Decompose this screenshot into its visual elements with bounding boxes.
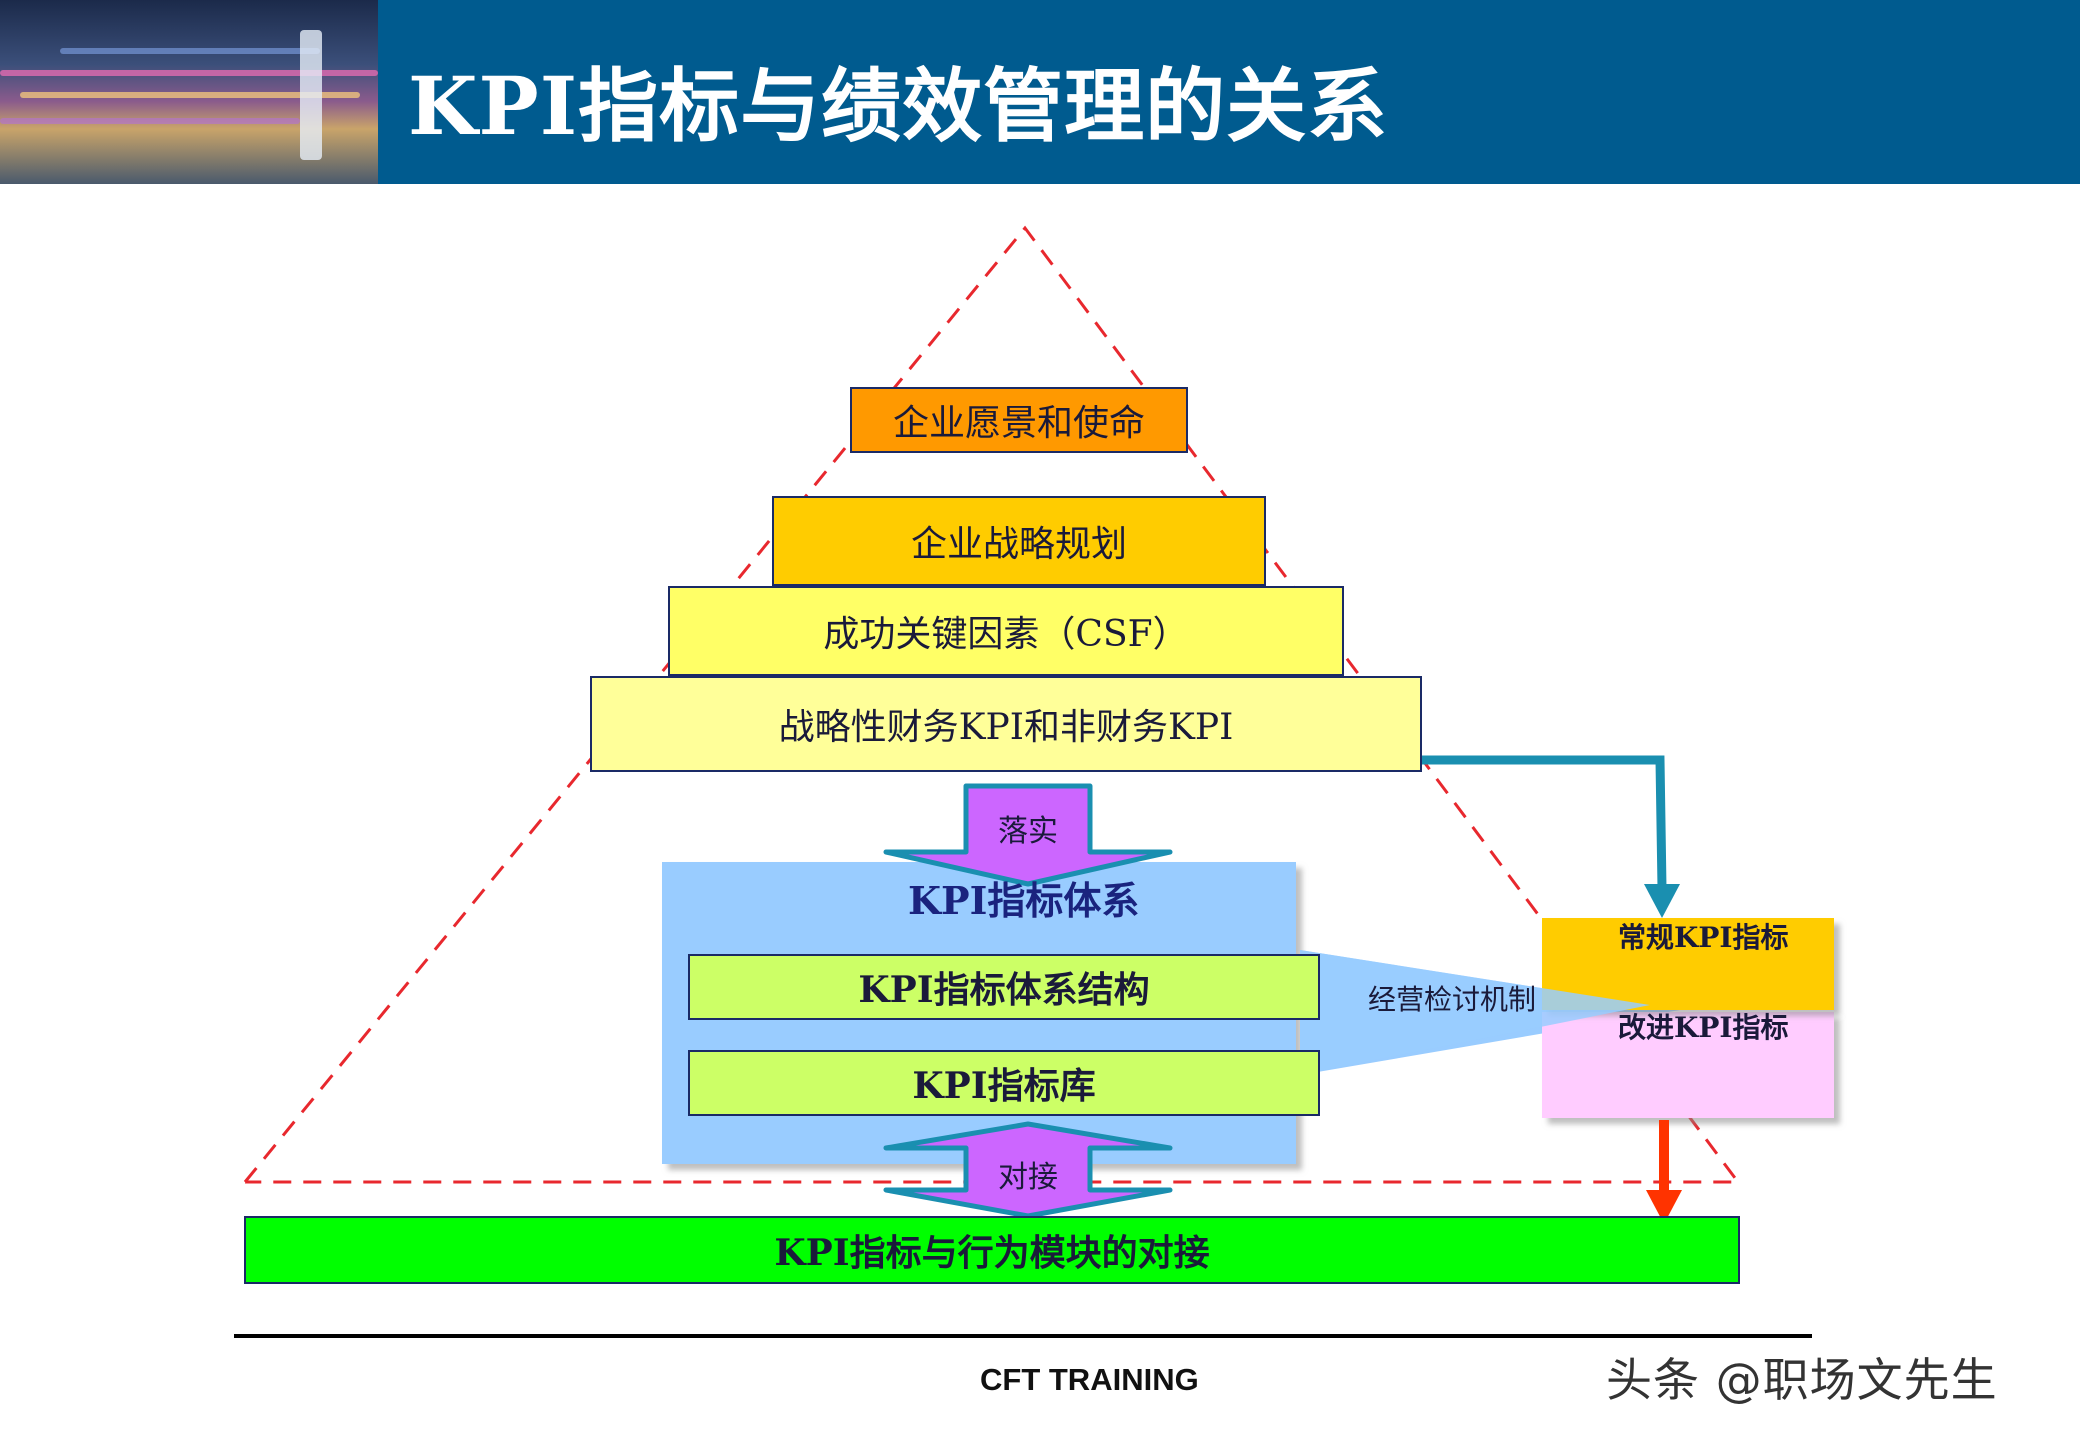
kpi-system-title: KPI指标体系 [908,878,1140,923]
header-bar: KPI指标与绩效管理的关系 [0,0,2080,184]
behavior-module-bar: KPI指标与行为模块的对接 [244,1216,1740,1284]
vision-mission-box: 企业愿景和使命 [850,387,1188,453]
footer-label: CFT TRAINING [980,1362,1199,1397]
regular-kpi-label: 常规KPI指标 [1618,921,1789,954]
regular-kpi-box-bg [1542,918,1834,1010]
header-banner-image [0,0,378,184]
red-arrow-head [1646,1190,1682,1224]
watermark: 头条 @职场文先生 [1606,1353,1998,1407]
teal-arrow-head [1644,884,1680,918]
improve-kpi-label: 改进KPI指标 [1618,1011,1789,1044]
funnel-overlay-tip [1300,950,1650,1075]
kpi-structure-box: KPI指标体系结构 [688,954,1320,1020]
improve-kpi-box-bg [1542,1012,1834,1118]
strategy-planning-box: 企业战略规划 [772,496,1266,586]
down-arrow-label: 落实 [998,814,1058,849]
review-mechanism-label: 经营检讨机制 [1368,983,1537,1016]
csf-box: 成功关键因素（CSF） [668,586,1344,676]
page-title: KPI指标与绩效管理的关系 [408,59,1389,153]
down-arrow-purple [883,783,1173,887]
kpi-library-box: KPI指标库 [688,1050,1320,1116]
double-arrow-label: 对接 [998,1160,1058,1195]
strategic-kpi-box: 战略性财务KPI和非财务KPI [590,676,1422,772]
teal-connector-line [1396,755,1667,889]
